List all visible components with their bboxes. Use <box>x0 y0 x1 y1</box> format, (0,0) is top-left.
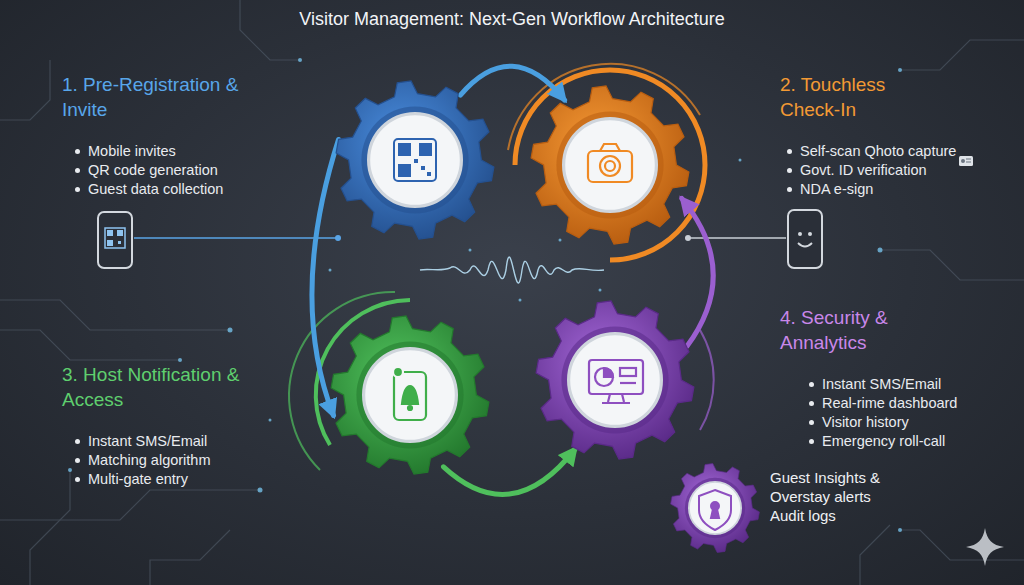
gear-outline <box>530 85 690 245</box>
insight-text: Guest Insights & Overstay alerts <box>770 468 900 506</box>
gear-rim <box>361 106 468 213</box>
workflow-gear: Guest Insights & Overstay alertsAudit lo… <box>670 463 760 553</box>
gear-rim <box>356 341 463 448</box>
gear-face <box>689 482 741 534</box>
shield-icon <box>699 490 731 530</box>
circuit-dots <box>68 58 902 532</box>
gear-outline <box>330 315 490 475</box>
gear-rim <box>685 478 745 538</box>
monitor-icon <box>589 360 643 403</box>
flow-arrow <box>460 66 564 100</box>
feature-bullet: NDA e-sign <box>786 180 956 199</box>
phone-left <box>98 212 132 268</box>
stage-heading: 4. Security & Annalytics <box>780 305 945 355</box>
stage-text: 4. Security & AnnalyticsInstant SMS/Emai… <box>780 305 957 451</box>
flow-arrow <box>444 449 576 495</box>
workflow-gear: 3. Host Notification & AccessInstant SMS… <box>330 315 490 475</box>
camera-icon <box>588 144 632 182</box>
sparkle-watermark <box>966 528 1004 566</box>
gear-face <box>564 119 657 212</box>
feature-bullet: Emergency roll-call <box>808 432 957 451</box>
gear-rim <box>556 111 663 218</box>
workflow-gear: 2. Touchless Check-InSelf-scan Qhoto cap… <box>530 85 690 245</box>
gear-face <box>369 114 462 207</box>
feature-bullet: Instant SMS/Email <box>74 432 267 451</box>
feature-bullet: Multi-gate entry <box>74 470 267 489</box>
orange-ring <box>508 64 705 260</box>
feature-bullet: Self-scan Qhoto capture <box>786 142 956 161</box>
waveform <box>420 257 604 283</box>
qr-icon <box>394 139 436 181</box>
feature-bullet: QR code generation <box>74 161 252 180</box>
gear-teeth <box>671 464 760 553</box>
stage-text: 3. Host Notification & AccessInstant SMS… <box>62 362 267 489</box>
stage-heading: 1. Pre-Registration & Invite <box>62 72 252 122</box>
id-card-icon <box>959 156 973 166</box>
feature-bullet: Visitor history <box>808 413 957 432</box>
gear-rim <box>561 326 668 433</box>
stage-text: 2. Touchless Check-InSelf-scan Qhoto cap… <box>780 72 956 199</box>
gear-outline <box>535 300 695 460</box>
workflow-gear: 1. Pre-Registration & InviteMobile invit… <box>335 80 495 240</box>
feature-bullet: Matching algorithm <box>74 451 267 470</box>
phone-bell-icon <box>393 367 426 420</box>
phone-right <box>788 210 822 268</box>
feature-bullet: Mobile invites <box>74 142 252 161</box>
leader-lines <box>134 235 786 241</box>
stage-text: Guest Insights & Overstay alertsAudit lo… <box>770 468 900 525</box>
stage-text: 1. Pre-Registration & InviteMobile invit… <box>62 72 252 199</box>
diagram-title: Visitor Management: Next-Gen Workflow Ar… <box>0 9 1024 30</box>
feature-bullet: Instant SMS/Email <box>808 375 957 394</box>
flow-arrow <box>682 199 713 347</box>
gear-teeth <box>336 81 494 239</box>
gear-outline <box>335 80 495 240</box>
gear-teeth <box>531 86 689 244</box>
feature-bullet: Guest data collection <box>74 180 252 199</box>
gear-face <box>569 334 662 427</box>
purple-ring <box>700 330 714 430</box>
stage-heading: 3. Host Notification & Access <box>62 362 267 412</box>
gear-face <box>364 349 457 442</box>
stage-heading: 2. Touchless Check-In <box>780 72 930 122</box>
gear-outline <box>670 463 760 553</box>
gear-teeth <box>536 301 694 459</box>
workflow-gear: 4. Security & AnnalyticsInstant SMS/Emai… <box>535 300 695 460</box>
insight-text: Audit logs <box>770 506 900 525</box>
feature-bullet: Real-rime dashboard <box>808 394 957 413</box>
feature-bullet: Govt. ID verification <box>786 161 956 180</box>
gear-teeth <box>331 316 489 474</box>
